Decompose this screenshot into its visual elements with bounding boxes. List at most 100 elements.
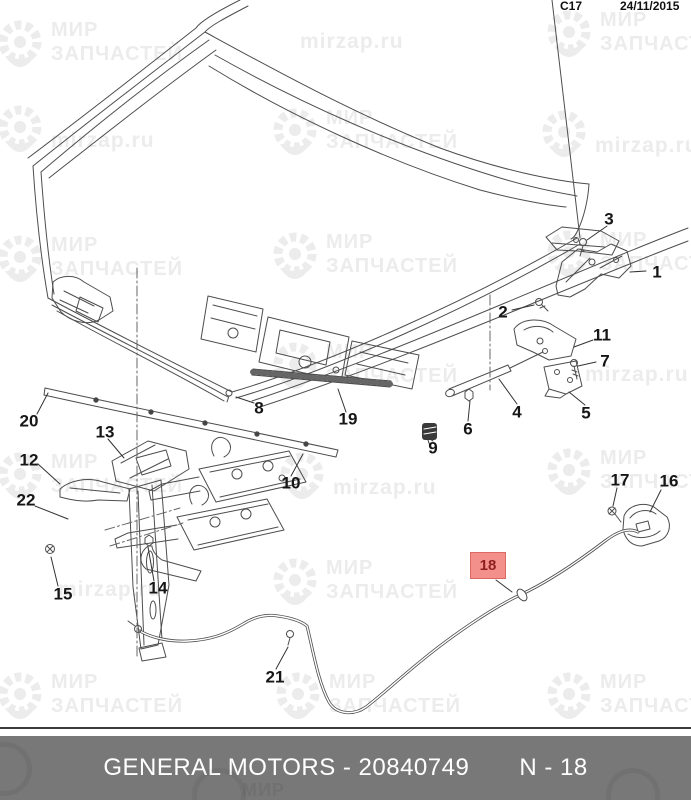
callout-7: 7	[600, 351, 610, 371]
watermark-url-text: mirzap.ru	[58, 578, 162, 601]
footer-bar: МИР GENERAL MOTORS - 20840749 N - 18	[0, 736, 691, 800]
watermark-ghost-icon	[0, 742, 32, 796]
watermark-tile: mirzap.ru	[0, 103, 155, 163]
callout-15: 15	[53, 584, 73, 604]
prop-rod	[445, 349, 582, 399]
leader-line	[35, 506, 68, 519]
leader-line	[578, 362, 596, 366]
leader-line	[108, 439, 124, 458]
watermark-ghost-icon	[606, 768, 660, 800]
hood-panel	[28, 0, 688, 407]
center-support-bracket	[112, 441, 189, 661]
leader-line	[574, 340, 593, 347]
callout-13: 13	[95, 422, 115, 442]
sheet-code: C17	[560, 0, 583, 13]
release-handle	[623, 504, 669, 546]
leader-line	[512, 305, 534, 310]
watermark-ghost-icon	[192, 768, 246, 800]
callout-6: 6	[463, 419, 473, 439]
fasteners	[46, 239, 622, 554]
highlighted-callout-18[interactable]: 18	[470, 552, 506, 579]
footer-part-number: GENERAL MOTORS - 20840749	[103, 754, 470, 781]
mir-zapchastei-logo-icon	[0, 672, 42, 719]
leader-line	[338, 389, 346, 412]
leader-line	[613, 488, 617, 506]
callout-4: 4	[512, 402, 522, 422]
watermark-tile: mirzap.ru	[585, 363, 689, 387]
callout-5: 5	[581, 403, 591, 423]
mir-zapchastei-logo-icon	[276, 672, 320, 719]
watermark-url-text: mirzap.ru	[51, 129, 155, 152]
mir-zapchastei-logo-icon	[0, 20, 42, 67]
leader-line	[38, 464, 60, 484]
mir-zapchastei-logo-icon	[547, 672, 591, 719]
leader-line	[468, 401, 470, 421]
hinge-assembly	[514, 227, 631, 360]
leader-line	[37, 393, 48, 414]
watermark-tile: mirzap.ru	[300, 30, 404, 54]
watermark-url-text: mirzap.ru	[300, 30, 404, 53]
callout-10: 10	[281, 473, 301, 493]
leader-line	[430, 439, 433, 441]
mir-zapchastei-logo-icon	[0, 105, 42, 152]
leader-line	[569, 392, 585, 405]
footer-separator	[0, 727, 691, 729]
leader-line	[587, 226, 607, 240]
callout-16: 16	[659, 471, 679, 491]
hood-front-structure	[52, 276, 419, 389]
callout-14: 14	[148, 578, 168, 598]
watermark-ghost-text: МИР	[242, 780, 285, 800]
callout-21: 21	[265, 667, 285, 687]
callout-8: 8	[254, 398, 264, 418]
mir-zapchastei-logo-icon	[0, 235, 42, 282]
seal-strips	[44, 369, 391, 457]
callout-12: 12	[19, 450, 39, 470]
leader-line	[236, 397, 254, 403]
sheet-date: 24/11/2015	[620, 0, 680, 13]
watermark-url-text: mirzap.ru	[585, 363, 689, 386]
callout-3: 3	[604, 209, 614, 229]
leader-lines	[35, 226, 661, 669]
mir-zapchastei-logo-icon	[542, 110, 586, 157]
callout-11: 11	[593, 325, 611, 345]
leader-line	[276, 647, 288, 669]
mir-zapchastei-logo-icon	[273, 108, 317, 155]
callout-17: 17	[610, 470, 630, 490]
callout-22: 22	[16, 490, 36, 510]
mir-zapchastei-logo-icon	[273, 232, 317, 279]
callout-19: 19	[338, 409, 358, 429]
leader-line	[496, 580, 512, 592]
latch-assemblies	[60, 437, 306, 581]
leader-line	[650, 490, 661, 512]
leader-line	[499, 379, 517, 404]
alignment-lines	[105, 268, 490, 658]
callout-20: 20	[19, 411, 39, 431]
leader-line	[148, 547, 154, 581]
watermark-tile: mirzap.ru	[540, 108, 691, 168]
callout-2: 2	[498, 302, 508, 322]
watermark-tile: mirzap.ru	[58, 578, 162, 602]
mir-zapchastei-logo-icon	[547, 10, 591, 57]
leader-line	[630, 271, 646, 272]
release-cable	[128, 530, 638, 713]
